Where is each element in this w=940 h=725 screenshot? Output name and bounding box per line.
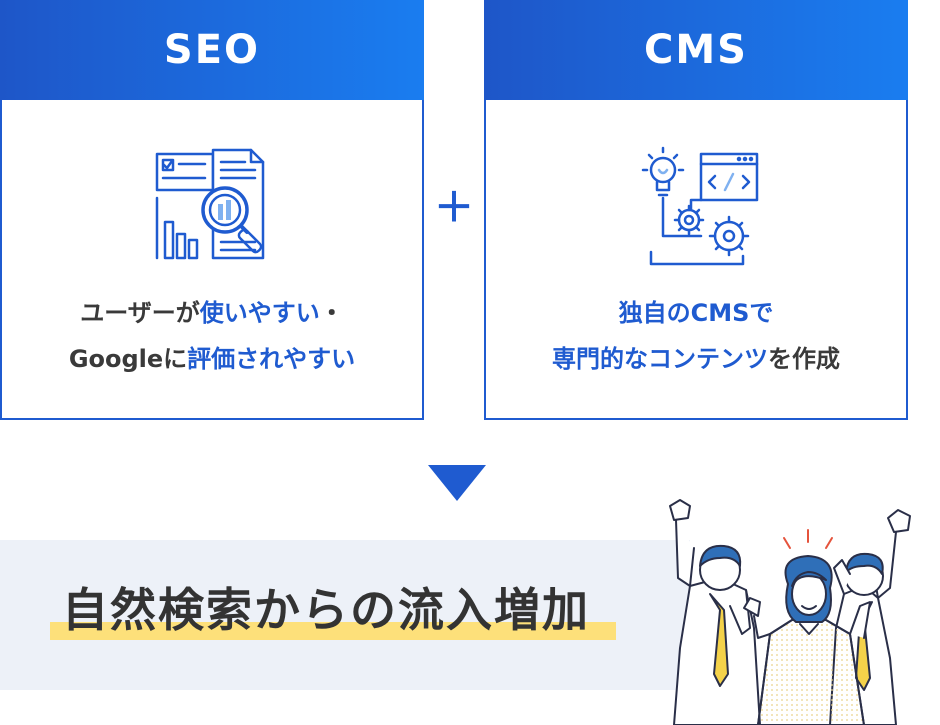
right-fist	[887, 509, 911, 533]
seo-analysis-icon	[155, 148, 265, 260]
cms-card-title: CMS	[484, 0, 908, 100]
seo-description: ユーザーが使いやすい・ Googleに評価されやすい	[2, 290, 422, 382]
seo-line1-tail: ・	[319, 299, 344, 327]
seo-line1-dark: ユーザーが	[80, 299, 200, 327]
plus-sign: ＋	[434, 185, 474, 231]
result-text: 自然検索からの流入増加	[62, 583, 590, 637]
result-highlight-marker	[50, 622, 616, 640]
cms-gear-code-icon	[641, 146, 759, 266]
cms-line1: 独自のCMSで	[618, 299, 774, 327]
cms-line2-dark: を作成	[768, 345, 840, 373]
result-band	[0, 540, 690, 690]
cms-line2-highlight: 専門的なコンテンツ	[552, 345, 768, 373]
cms-card: CMS	[484, 0, 908, 420]
cheering-people-illustration	[669, 499, 911, 725]
seo-card-title: SEO	[0, 0, 424, 100]
seo-line1-highlight: 使いやすい	[199, 299, 320, 327]
seo-line2-dark: Googleに	[68, 345, 188, 373]
cms-description: 独自のCMSで 専門的なコンテンツを作成	[486, 290, 906, 382]
down-arrow-icon	[428, 465, 486, 501]
left-fist	[669, 499, 691, 521]
seo-card: SEO ユーザーが使いやすい・ Goo	[0, 0, 424, 420]
seo-line2-highlight: 評価されやすい	[187, 345, 356, 373]
